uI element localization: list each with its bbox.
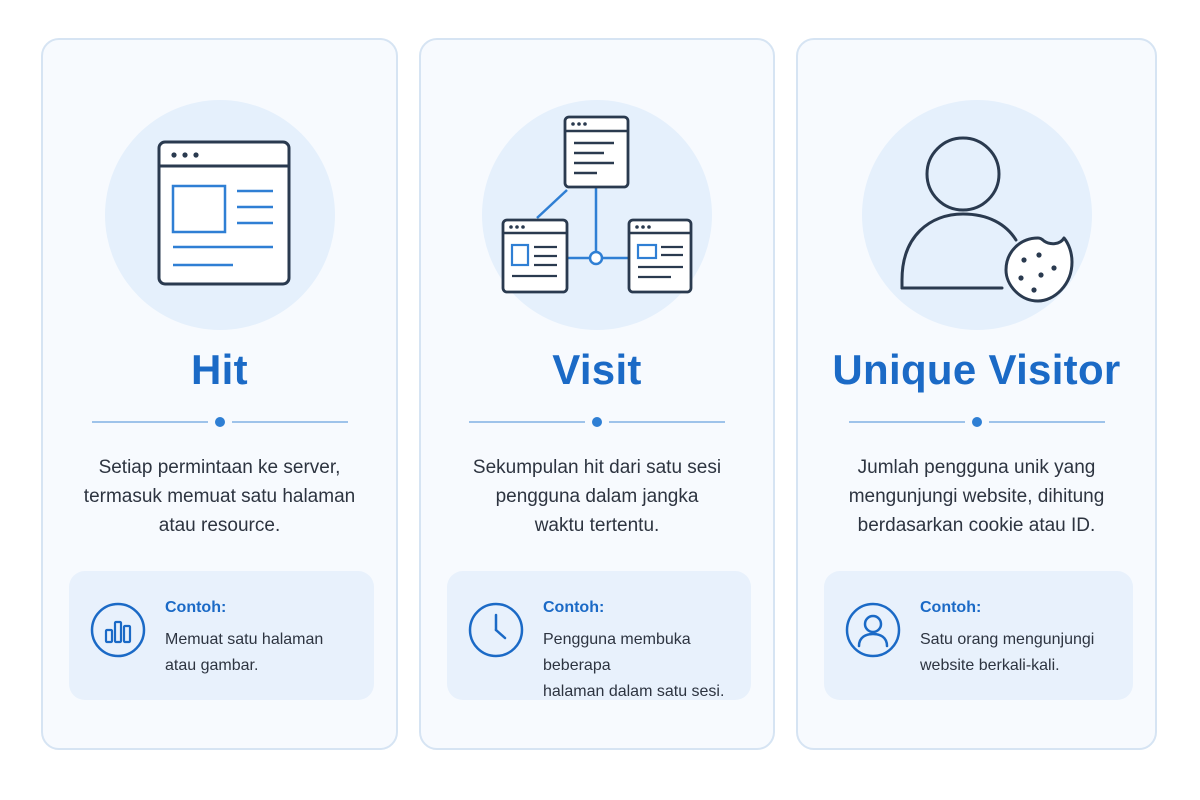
card-title: Hit [191, 346, 248, 393]
card-title: Visit [552, 346, 642, 393]
example-box: Contoh: Satu orang mengunjungi website b… [824, 571, 1133, 700]
example-text: Memuat satu halaman atau gambar. [165, 631, 324, 674]
user-cookie-icon [900, 136, 1074, 303]
card-description: Setiap permintaan ke server, termasuk me… [83, 457, 356, 536]
example-label: Contoh: [920, 599, 982, 616]
example-text: Pengguna membuka beberapa halaman dalam … [543, 631, 725, 700]
card-description: Jumlah pengguna unik yang mengunjungi we… [848, 457, 1105, 536]
card-visit: Visit Sekumpulan hit dari satu sesi peng… [419, 38, 775, 750]
card-description: Sekumpulan hit dari satu sesi pengguna d… [472, 457, 722, 536]
clock-icon [468, 602, 524, 658]
card-hit: Hit Setiap permintaan ke server, termasu… [41, 38, 398, 750]
example-box: Contoh: Memuat satu halaman atau gambar. [69, 571, 374, 700]
browser-window-icon [157, 140, 291, 286]
divider [469, 416, 725, 428]
example-label: Contoh: [165, 599, 227, 616]
card-unique-visitor: Unique Visitor Jumlah pengguna unik yang… [796, 38, 1157, 750]
example-box: Contoh: Pengguna membuka beberapa halama… [447, 571, 751, 700]
bar-chart-icon [90, 602, 146, 658]
example-text: Satu orang mengunjungi website berkali-k… [920, 631, 1095, 674]
connected-pages-icon [501, 115, 693, 294]
card-title: Unique Visitor [832, 346, 1121, 393]
example-label: Contoh: [543, 599, 605, 616]
user-circle-icon [845, 602, 901, 658]
divider [848, 416, 1105, 428]
divider [91, 416, 348, 428]
